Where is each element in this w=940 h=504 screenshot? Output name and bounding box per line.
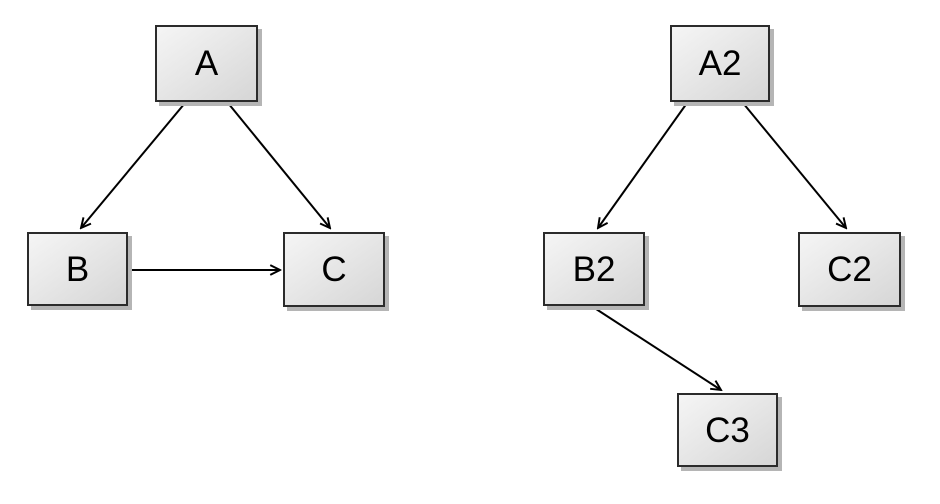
graph-node-C3[interactable]: C3 (677, 393, 778, 467)
edge-A2-to-C2[interactable] (742, 102, 846, 228)
graph-node-A2[interactable]: A2 (670, 25, 770, 102)
node-label-C3: C3 (705, 410, 750, 450)
graph-node-B2[interactable]: B2 (543, 232, 645, 306)
graph-node-C[interactable]: C (283, 232, 385, 307)
node-label-A: A (194, 44, 219, 83)
graph-node-C2[interactable]: C2 (798, 232, 901, 307)
graph-node-B[interactable]: B (27, 232, 128, 306)
edge-A-to-C[interactable] (227, 102, 330, 228)
graph-node-A[interactable]: A (155, 25, 258, 102)
edge-A2-to-B2[interactable] (598, 102, 688, 228)
node-label-C2: C2 (827, 250, 872, 289)
node-label-C: C (321, 250, 347, 289)
node-label-B2: B2 (572, 249, 616, 289)
node-label-B: B (65, 249, 90, 289)
edge-B2-to-C3[interactable] (592, 306, 721, 390)
edge-A-to-B[interactable] (81, 102, 186, 228)
node-label-A2: A2 (698, 44, 742, 83)
